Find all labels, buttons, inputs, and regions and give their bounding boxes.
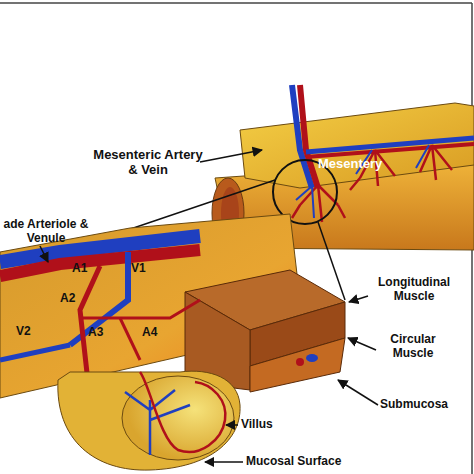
leader-line: [338, 380, 378, 405]
part-label: Mesenteric Artery & Vein: [92, 148, 204, 178]
artery-branch: [306, 144, 474, 157]
frame-line: [0, 2, 472, 4]
leader-line: [40, 246, 48, 262]
part-label: Longitudinal Muscle: [366, 276, 462, 304]
vessel-number: A4: [142, 326, 166, 340]
mesentery-sheet: [240, 103, 474, 188]
vessel-number: A1: [72, 262, 96, 276]
arcade-arteriole: [0, 250, 200, 276]
vessel-number: A2: [60, 292, 84, 306]
part-label: Villus: [241, 418, 301, 432]
part-label: Mesentery: [318, 157, 398, 172]
vessel-number: V1: [131, 262, 155, 276]
leader-line: [226, 424, 238, 426]
leader-line: [205, 461, 243, 463]
villus-vein: [125, 390, 190, 455]
arteriole-a3-a4: [82, 300, 200, 318]
venule-v2: [0, 345, 70, 360]
leader-line: [349, 296, 368, 302]
leader-line: [348, 338, 376, 350]
vessel-section: [306, 354, 318, 362]
vessel-section: [296, 358, 304, 366]
vessel-number: V2: [16, 325, 40, 339]
villus-capillary: [140, 372, 225, 452]
arteriole-a4: [120, 318, 140, 360]
part-label: ade Arteriole & Venule: [0, 218, 92, 246]
villus-base: [58, 371, 240, 470]
mesenteric-artery: [300, 85, 318, 188]
vein-tree: [296, 145, 429, 218]
submucosa-layer: [250, 338, 345, 392]
part-label: Mucosal Surface: [246, 455, 366, 469]
arteriole-a2: [80, 266, 100, 382]
part-label: Circular Muscle: [376, 333, 450, 361]
villus: [122, 376, 234, 460]
leader-line: [200, 150, 262, 162]
vessel-number: A3: [88, 326, 112, 340]
part-label: Submucosa: [380, 398, 470, 412]
artery-tree: [292, 145, 452, 222]
